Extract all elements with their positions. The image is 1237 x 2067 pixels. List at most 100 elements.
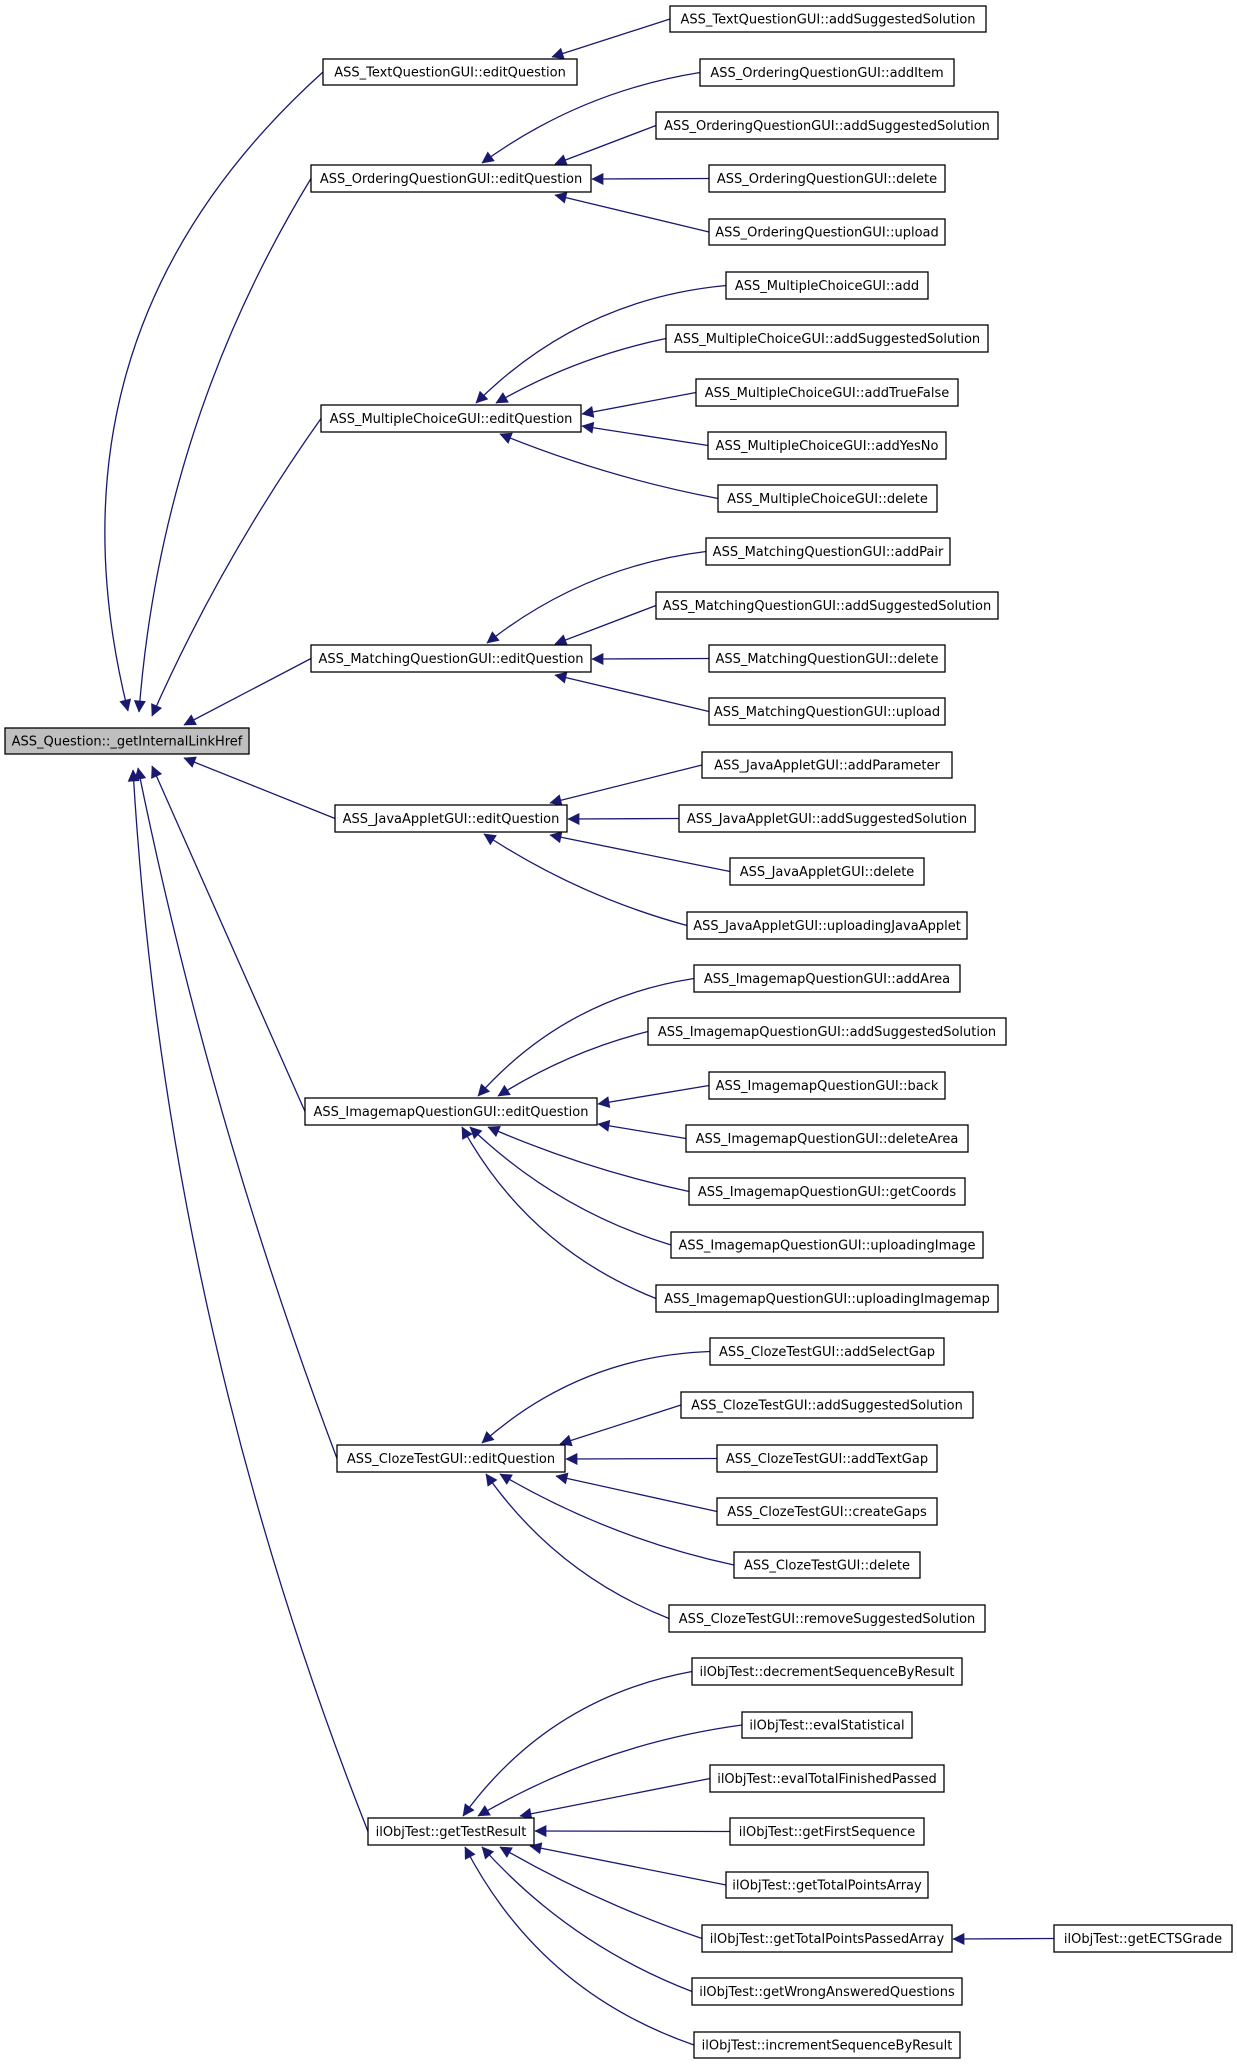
- edge-im-back-to-im: [597, 1084, 710, 1109]
- node-box: [686, 911, 968, 940]
- node-mc-addtf[interactable]: ASS_MultipleChoiceGUI::addTrueFalse: [695, 378, 959, 407]
- node-mat[interactable]: ASS_MatchingQuestionGUI::editQuestion: [310, 644, 592, 673]
- edge-ja-upload-to-ja: [483, 833, 688, 927]
- node-label: ilObjTest::getTestResult: [376, 1825, 527, 1840]
- node-box: [691, 1977, 963, 2006]
- node-mat-addsugg[interactable]: ASS_MatchingQuestionGUI::addSuggestedSol…: [655, 591, 999, 620]
- node-label: ASS_MatchingQuestionGUI::delete: [716, 652, 939, 667]
- node-ja-upload[interactable]: ASS_JavaAppletGUI::uploadingJavaApplet: [686, 911, 968, 940]
- node-ot-firstseq[interactable]: ilObjTest::getFirstSequence: [729, 1817, 925, 1846]
- node-ord-delete[interactable]: ASS_OrderingQuestionGUI::delete: [708, 164, 946, 193]
- node-label: ASS_MultipleChoiceGUI::editQuestion: [330, 412, 573, 427]
- edge-ot-totpassed-to-ot: [499, 1846, 703, 1940]
- edge-mc-delete-to-mc: [499, 432, 719, 500]
- node-box: [678, 804, 976, 833]
- node-box: [708, 644, 946, 673]
- node-mc-addsugg[interactable]: ASS_MultipleChoiceGUI::addSuggestedSolut…: [665, 324, 989, 353]
- node-ot-totpts[interactable]: ilObjTest::getTotalPointsArray: [725, 1871, 929, 1899]
- node-label: ASS_ClozeTestGUI::addTextGap: [726, 1452, 928, 1467]
- node-ot-evaltot[interactable]: ilObjTest::evalTotalFinishedPassed: [709, 1764, 945, 1793]
- node-mat-addpair[interactable]: ASS_MatchingQuestionGUI::addPair: [705, 537, 951, 566]
- node-box: [699, 58, 955, 87]
- edge-ord-upload-to-ord: [554, 191, 710, 233]
- node-box: [729, 1817, 925, 1846]
- node-label: ilObjTest::incrementSequenceByResult: [702, 2039, 953, 2054]
- node-ord-addsugg[interactable]: ASS_OrderingQuestionGUI::addSuggestedSol…: [655, 111, 999, 140]
- node-im-upmap[interactable]: ASS_ImagemapQuestionGUI::uploadingImagem…: [655, 1284, 999, 1313]
- node-root[interactable]: ASS_Question::_getInternalLinkHref: [4, 727, 250, 755]
- node-im-back[interactable]: ASS_ImagemapQuestionGUI::back: [708, 1071, 946, 1100]
- node-box: [668, 1604, 986, 1633]
- node-ot-ects[interactable]: ilObjTest::getECTSGrade: [1053, 1924, 1233, 1953]
- node-box: [320, 404, 582, 433]
- node-cz-delete[interactable]: ASS_ClozeTestGUI::delete: [733, 1551, 921, 1579]
- node-box: [707, 431, 947, 460]
- node-label: ilObjTest::getECTSGrade: [1064, 1932, 1222, 1947]
- node-label: ASS_ImagemapQuestionGUI::getCoords: [698, 1185, 957, 1200]
- node-ja-delete[interactable]: ASS_JavaAppletGUI::delete: [729, 857, 925, 886]
- node-label: ASS_ImagemapQuestionGUI::addArea: [704, 972, 950, 987]
- node-ot[interactable]: ilObjTest::getTestResult: [367, 1817, 535, 1846]
- node-im-delarea[interactable]: ASS_ImagemapQuestionGUI::deleteArea: [685, 1124, 969, 1153]
- edge-cz-delete-to-cz: [499, 1473, 735, 1566]
- node-box: [725, 1871, 929, 1899]
- node-ot-evalstat[interactable]: ilObjTest::evalStatistical: [741, 1711, 913, 1739]
- edge-ot-totpts-to-ot: [529, 1842, 727, 1886]
- node-label: ASS_MatchingQuestionGUI::addPair: [713, 545, 944, 560]
- node-ord-additem[interactable]: ASS_OrderingQuestionGUI::addItem: [699, 58, 955, 87]
- edge-mc-addtf-to-mc: [581, 391, 697, 418]
- node-ja-addsugg[interactable]: ASS_JavaAppletGUI::addSuggestedSolution: [678, 804, 976, 833]
- node-mat-delete[interactable]: ASS_MatchingQuestionGUI::delete: [708, 644, 946, 673]
- node-box: [691, 1657, 963, 1686]
- node-cz-addsugg[interactable]: ASS_ClozeTestGUI::addSuggestedSolution: [680, 1391, 974, 1419]
- node-mc[interactable]: ASS_MultipleChoiceGUI::editQuestion: [320, 404, 582, 433]
- node-box: [310, 644, 592, 673]
- edge-ot-dec-to-ot: [462, 1670, 693, 1817]
- edge-ord-delete-to-ord: [591, 172, 710, 185]
- node-im-addsugg[interactable]: ASS_ImagemapQuestionGUI::addSuggestedSol…: [647, 1017, 1007, 1046]
- edge-ja-delete-to-ja: [549, 831, 731, 873]
- node-cz[interactable]: ASS_ClozeTestGUI::editQuestion: [336, 1444, 566, 1473]
- node-box: [669, 5, 987, 33]
- node-cz-create[interactable]: ASS_ClozeTestGUI::createGaps: [716, 1497, 938, 1526]
- node-label: ASS_JavaAppletGUI::addParameter: [714, 759, 940, 774]
- node-box: [705, 537, 951, 566]
- node-ot-dec[interactable]: ilObjTest::decrementSequenceByResult: [691, 1657, 963, 1686]
- node-im-getcoords[interactable]: ASS_ImagemapQuestionGUI::getCoords: [688, 1177, 966, 1206]
- edge-ot-firstseq-to-ot: [534, 1825, 731, 1838]
- node-ot-inc[interactable]: ilObjTest::incrementSequenceByResult: [693, 2031, 961, 2059]
- node-box: [733, 1551, 921, 1579]
- node-box: [4, 727, 250, 755]
- edge-im-getcoords-to-im: [487, 1126, 690, 1193]
- node-mat-upload[interactable]: ASS_MatchingQuestionGUI::upload: [708, 697, 946, 726]
- node-ot-wrong[interactable]: ilObjTest::getWrongAnsweredQuestions: [691, 1977, 963, 2006]
- node-ord[interactable]: ASS_OrderingQuestionGUI::editQuestion: [310, 164, 592, 193]
- node-ja[interactable]: ASS_JavaAppletGUI::editQuestion: [334, 804, 568, 833]
- node-label: ASS_ImagemapQuestionGUI::back: [716, 1079, 939, 1094]
- node-label: ASS_OrderingQuestionGUI::delete: [717, 172, 937, 187]
- edge-ot-to-root: [127, 769, 369, 1832]
- node-mc-addyn[interactable]: ASS_MultipleChoiceGUI::addYesNo: [707, 431, 947, 460]
- node-im-upimg[interactable]: ASS_ImagemapQuestionGUI::uploadingImage: [670, 1231, 984, 1259]
- node-cz-addsel[interactable]: ASS_ClozeTestGUI::addSelectGap: [709, 1337, 945, 1366]
- node-box: [741, 1711, 913, 1739]
- node-im[interactable]: ASS_ImagemapQuestionGUI::editQuestion: [304, 1097, 598, 1126]
- node-ord-upload[interactable]: ASS_OrderingQuestionGUI::upload: [708, 218, 946, 246]
- node-mc-add[interactable]: ASS_MultipleChoiceGUI::add: [725, 271, 929, 300]
- node-textq-add[interactable]: ASS_TextQuestionGUI::addSuggestedSolutio…: [669, 5, 987, 33]
- node-box: [725, 271, 929, 300]
- node-box: [695, 378, 959, 407]
- node-mc-delete[interactable]: ASS_MultipleChoiceGUI::delete: [717, 484, 938, 513]
- node-box: [708, 697, 946, 726]
- node-box: [670, 1231, 984, 1259]
- node-im-addarea[interactable]: ASS_ImagemapQuestionGUI::addArea: [693, 964, 961, 993]
- node-label: ASS_Question::_getInternalLinkHref: [12, 735, 243, 750]
- node-label: ASS_MatchingQuestionGUI::addSuggestedSol…: [663, 599, 992, 614]
- node-ja-addparam[interactable]: ASS_JavaAppletGUI::addParameter: [701, 751, 953, 779]
- node-cz-remove[interactable]: ASS_ClozeTestGUI::removeSuggestedSolutio…: [668, 1604, 986, 1633]
- edge-mat-addpair-to-mat: [486, 550, 707, 644]
- node-label: ASS_MultipleChoiceGUI::addTrueFalse: [705, 386, 949, 401]
- node-textq[interactable]: ASS_TextQuestionGUI::editQuestion: [322, 58, 578, 86]
- node-ot-totpassed[interactable]: ilObjTest::getTotalPointsPassedArray: [701, 1924, 953, 1953]
- node-cz-addtext[interactable]: ASS_ClozeTestGUI::addTextGap: [716, 1444, 938, 1473]
